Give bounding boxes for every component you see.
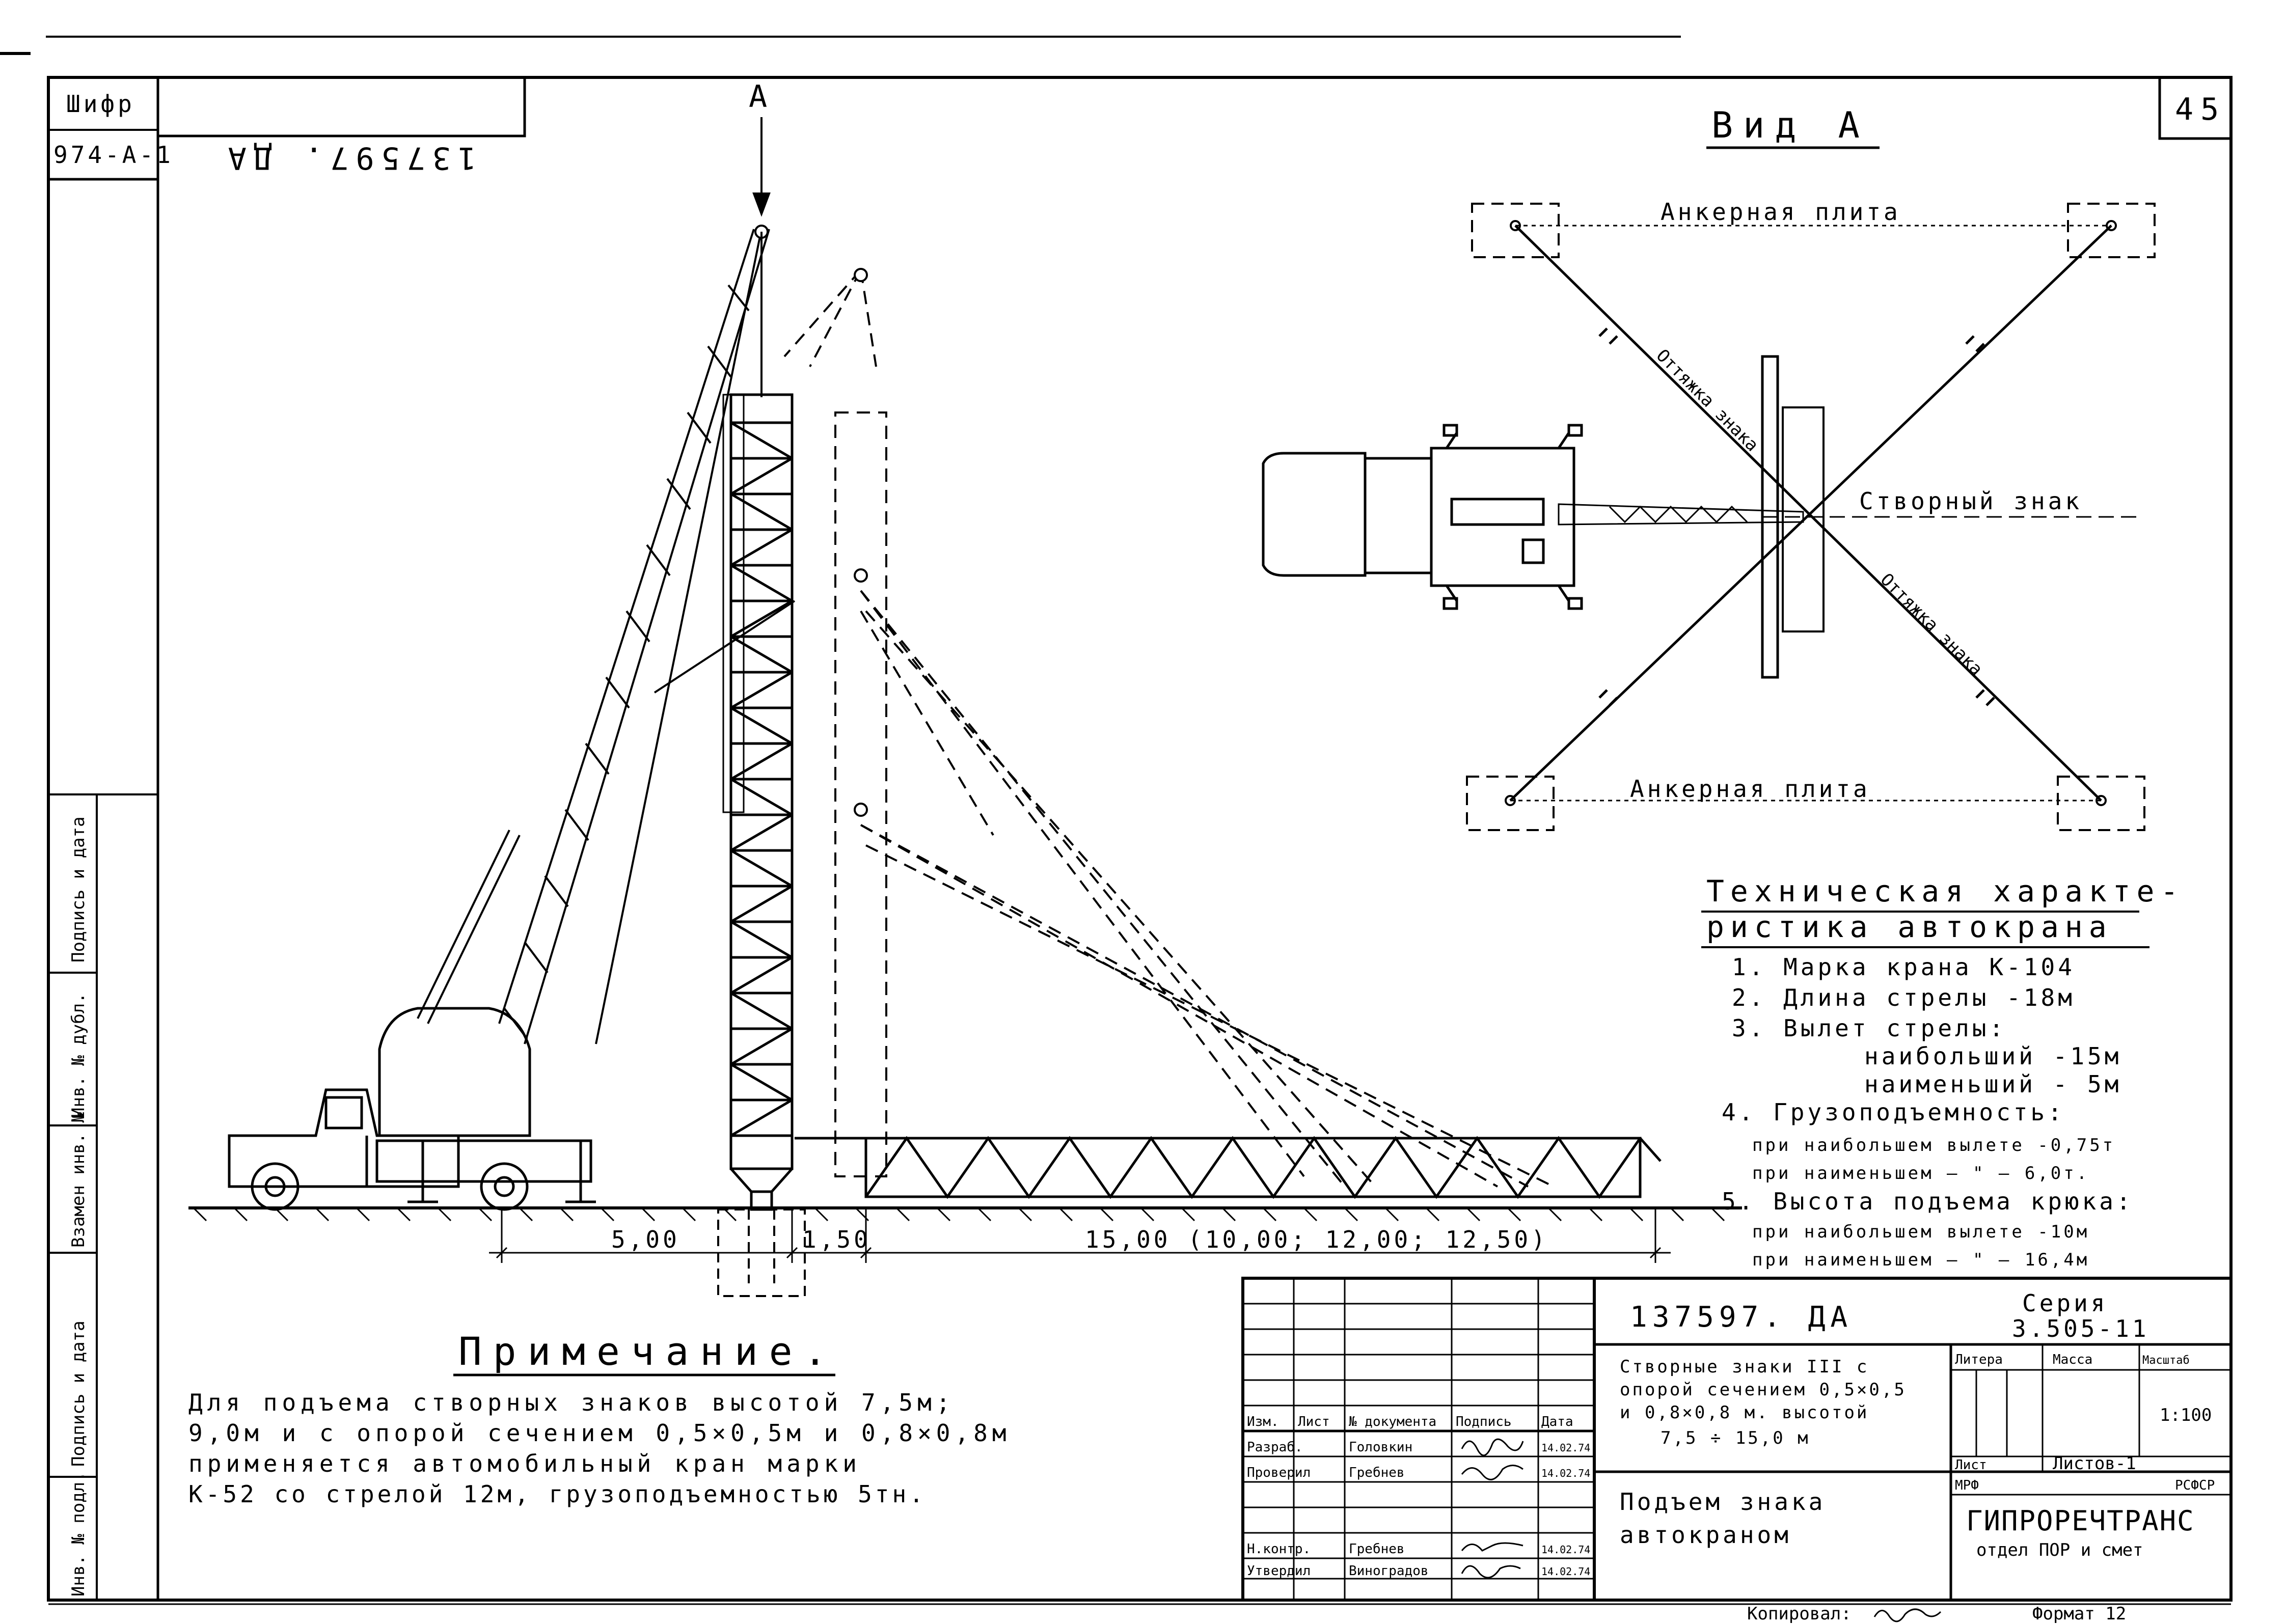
anchor-plate-bottom-left [1466,776,1555,831]
tb-row-date: 14.02.74 [1541,1544,1590,1556]
tech-spec-item: при наименьшем — " — 16,4м [1752,1250,2089,1270]
tech-spec-item: 2. Длина стрелы -18м [1732,984,2075,1011]
note-title: Примечание. [458,1329,838,1374]
title-block [1241,1277,2233,1602]
tech-spec-item: 3. Вылет стрелы: [1732,1014,2006,1042]
tech-spec-item: при наибольшем вылете -10м [1752,1222,2089,1242]
crane-truck [228,1007,596,1211]
crane-boom [417,225,796,1044]
anchor-plate-top-left [1471,203,1560,258]
tb-col-masshtab: Масштаб [2142,1354,2190,1367]
tech-spec-item: 4. Грузоподъемность: [1722,1098,2065,1126]
doc-number-top-mirrored: 137597. ДА [221,140,476,176]
tb-header-sign: Подпись [1456,1414,1512,1429]
margin-vzamen: Взамен инв. № [68,1112,89,1248]
dimension-line [489,1208,1671,1263]
note-line: 9,0м и с опорой сечением 0,5×0,5м и 0,8×… [188,1419,1011,1447]
tb-mpf-label: МРФ [1955,1478,1979,1493]
tb-row-date: 14.02.74 [1541,1442,1590,1454]
tb-scale-value: 1:100 [2160,1405,2212,1425]
tb-row-name: Головкин [1349,1440,1412,1455]
tb-rsfsr-label: РСФСР [2175,1478,2215,1493]
tb-description-line: Створные знаки III с [1620,1357,1869,1377]
tb-header-list: Лист [1298,1414,1330,1429]
sheet-number: 45 [2175,92,2226,127]
note-line: К-52 со стрелой 12м, грузоподъемностью 5… [188,1480,927,1508]
tb-header-date: Дата [1541,1414,1573,1429]
anchor-plate-bottom-right [2057,776,2145,831]
tb-row-name: Гребнев [1349,1542,1405,1557]
margin-inv-podl: Инв. № подл. [68,1471,89,1597]
tech-spec: Техническая характе- ристика автокрана 1… [1701,874,2184,1270]
sign-dashed-positions [783,269,1554,1188]
tb-series-label: Серия [2022,1289,2108,1317]
tb-row-name: Гребнев [1349,1465,1405,1480]
tb-row-date: 14.02.74 [1541,1467,1590,1479]
left-margin-strip [47,76,159,1602]
anchor-plate-top-right [2067,203,2156,258]
margin-inv-dubl: Инв. № дубл. [68,993,89,1118]
tb-copied-label: Копировал: [1747,1604,1852,1624]
tb-row-role: Проверил [1247,1465,1311,1480]
tb-description-line: и 0,8×0,8 м. высотой [1620,1402,1869,1423]
tech-spec-item: наименьший - 5м [1864,1070,2121,1098]
tb-row-date: 14.02.74 [1541,1565,1590,1578]
tb-row-name: Виноградов [1349,1563,1429,1579]
view-arrow-label: А [749,79,774,115]
tb-header-doc: № документа [1349,1414,1436,1429]
tb-list-label: Лист [1955,1457,1987,1473]
sign-label: Створный знак [1859,487,2082,515]
view-a-plan [1262,203,2156,831]
tb-col-massa: Масса [2053,1352,2092,1367]
tech-spec-item: 5. Высота подъема крюка: [1722,1188,2134,1215]
vertical-sign [722,393,794,1211]
tb-description-line: 7,5 ÷ 15,0 м [1661,1428,1810,1448]
shifr-label: Шифр [66,90,135,118]
anchor-plate-top-label: Анкерная плита [1661,198,1901,226]
dim-5-00: 5,00 [611,1226,680,1253]
view-a-title: Вид А [1711,104,1870,146]
tb-org-dept: отдел ПОР и смет [1976,1540,2143,1560]
tb-doc-number: 137597. ДА [1630,1301,1853,1334]
outer-frame [47,76,2233,1602]
tech-spec-title-2: ристика автокрана [1706,910,2113,944]
tb-series-value: 3.505-11 [2012,1315,2149,1342]
tb-row-role: Разраб. [1247,1440,1303,1455]
note-line: применяется автомобильный кран марки [188,1450,861,1477]
guy-rope-top-label: Оттяжка знака [1652,345,1762,455]
margin-podpis-data-2: Подпись и дата [68,816,89,962]
crane-plan [1262,424,1804,610]
tb-sheet-title-line: автокраном [1620,1521,1791,1549]
tb-row-role: Н.контр. [1247,1542,1311,1557]
dim-15-00: 15,00 (10,00; 12,00; 12,50) [1085,1226,1548,1253]
tech-spec-title-1: Техническая характе- [1706,874,2184,909]
ground-hatching [193,1207,1725,1222]
copied-signature [1873,1608,1942,1622]
tech-spec-item: при наибольшем вылете -0,75т [1752,1135,2115,1155]
tb-org-name: ГИПРОРЕЧТРАНС [1966,1505,2195,1537]
tb-listov-label: Листов-1 [2053,1453,2136,1474]
lying-truss [795,1136,1662,1199]
tb-sheet-title-line: Подъем знака [1620,1488,1826,1516]
elevation-view: А [188,79,1742,1297]
tb-header-izm: Изм. [1247,1414,1279,1429]
tb-format-label: Формат 12 [2032,1604,2126,1624]
shifr-value: 974-А-1 [53,141,174,169]
signatures [1461,1438,1524,1579]
tech-spec-item: 1. Марка крана К-104 [1732,953,2075,981]
note-block: Примечание. Для подъема створных знаков … [188,1329,1011,1508]
tb-description-line: опорой сечением 0,5×0,5 [1620,1380,1907,1400]
tb-row-role: Утвердил [1247,1563,1311,1579]
anchor-plate-bottom-label: Анкерная плита [1630,775,1870,803]
tech-spec-item: при наименьшем — " — 6,0т. [1752,1163,2089,1183]
tech-spec-item: наибольший -15м [1864,1042,2121,1070]
dim-1-50: 1,50 [802,1226,871,1253]
guy-rope-bottom-label: Оттяжка знака [1876,569,1986,679]
tb-col-litera: Литера [1955,1352,2003,1367]
margin-podpis-data-1: Подпись и дата [68,1320,89,1467]
note-line: Для подъема створных знаков высотой 7,5м… [188,1389,955,1416]
